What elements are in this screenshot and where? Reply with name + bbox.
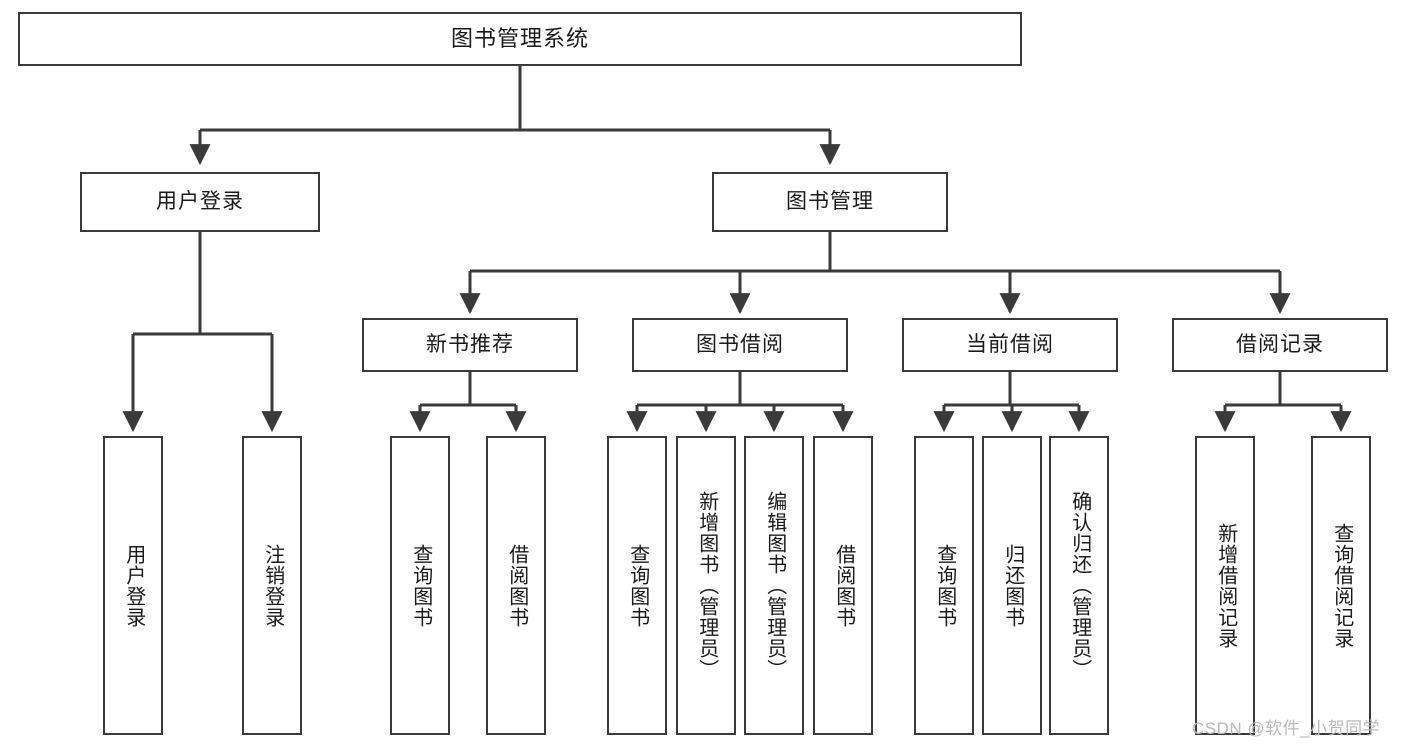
leaf-query-book-1[interactable]: 查询图书 (390, 436, 450, 735)
node-new-book-recommend-label: 新书推荐 (426, 333, 514, 357)
node-borrow-record-label: 借阅记录 (1236, 333, 1324, 357)
node-root-label: 图书管理系统 (450, 25, 589, 51)
leaf-add-record-label: 新增借阅记录 (1214, 522, 1237, 649)
node-book-management-label: 图书管理 (786, 190, 874, 214)
leaf-user-login[interactable]: 用户登录 (103, 436, 163, 735)
leaf-logout-login[interactable]: 注销登录 (242, 436, 302, 735)
leaf-borrow-book-2-label: 借阅图书 (832, 543, 855, 628)
leaf-query-book-3[interactable]: 查询图书 (914, 436, 974, 735)
leaf-confirm-return[interactable]: 确认归还（管理员） (1049, 436, 1109, 735)
node-current-borrow[interactable]: 当前借阅 (902, 318, 1118, 372)
leaf-return-book-label: 归还图书 (1001, 543, 1024, 628)
watermark: CSDN @软件_小贺同学 (1192, 719, 1381, 738)
leaf-return-book[interactable]: 归还图书 (982, 436, 1042, 735)
leaf-query-book-2[interactable]: 查询图书 (607, 436, 667, 735)
leaf-query-record-label: 查询借阅记录 (1330, 522, 1353, 649)
leaf-query-book-2-label: 查询图书 (626, 543, 649, 628)
leaf-confirm-return-label: 确认归还（管理员） (1068, 491, 1091, 680)
node-root[interactable]: 图书管理系统 (18, 12, 1022, 66)
leaf-borrow-book-1[interactable]: 借阅图书 (486, 436, 546, 735)
leaf-add-record[interactable]: 新增借阅记录 (1195, 436, 1255, 735)
node-user-login[interactable]: 用户登录 (80, 172, 320, 232)
node-book-borrow[interactable]: 图书借阅 (632, 318, 848, 372)
node-book-borrow-label: 图书借阅 (696, 333, 784, 357)
leaf-logout-login-label: 注销登录 (261, 543, 284, 628)
node-current-borrow-label: 当前借阅 (966, 333, 1054, 357)
node-user-login-label: 用户登录 (156, 190, 244, 214)
node-book-management[interactable]: 图书管理 (712, 172, 948, 232)
leaf-add-book-label: 新增图书（管理员） (695, 491, 718, 680)
leaf-borrow-book-1-label: 借阅图书 (505, 543, 528, 628)
leaf-query-record[interactable]: 查询借阅记录 (1311, 436, 1371, 735)
leaf-user-login-label: 用户登录 (122, 543, 145, 628)
node-borrow-record[interactable]: 借阅记录 (1172, 318, 1388, 372)
leaf-query-book-3-label: 查询图书 (933, 543, 956, 628)
node-new-book-recommend[interactable]: 新书推荐 (362, 318, 578, 372)
leaf-query-book-1-label: 查询图书 (409, 543, 432, 628)
leaf-edit-book[interactable]: 编辑图书（管理员） (744, 436, 804, 735)
leaf-add-book[interactable]: 新增图书（管理员） (676, 436, 736, 735)
leaf-borrow-book-2[interactable]: 借阅图书 (813, 436, 873, 735)
leaf-edit-book-label: 编辑图书（管理员） (763, 491, 786, 680)
